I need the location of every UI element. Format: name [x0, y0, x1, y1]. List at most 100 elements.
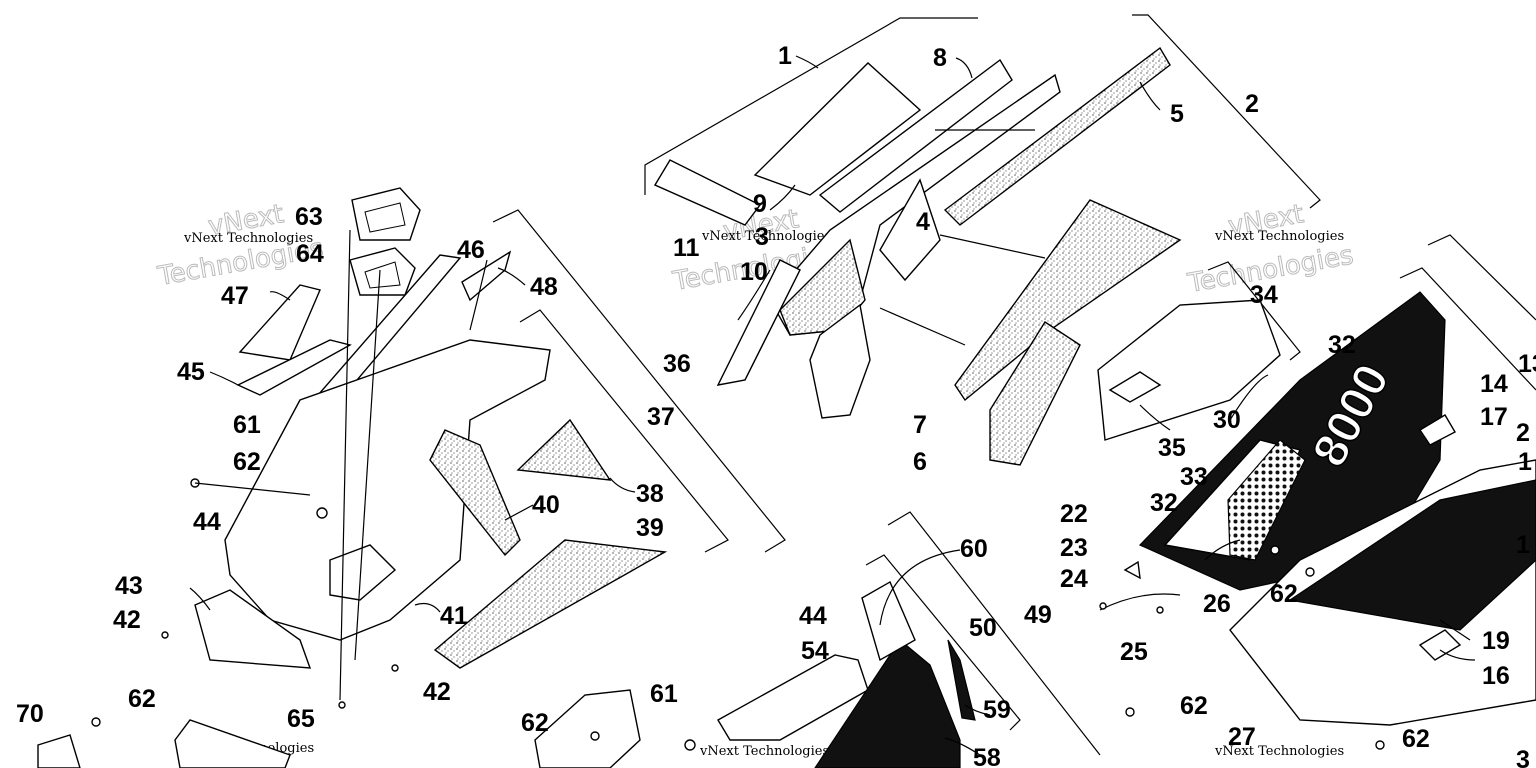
callout-4: 4: [916, 208, 930, 236]
panel-mount: [861, 581, 916, 662]
panel-opening-41: [329, 544, 397, 601]
callout-30: 30: [1213, 406, 1241, 434]
callout-41: 41: [440, 602, 468, 630]
callout-34: 34: [1250, 281, 1278, 309]
callout-44-left: 44: [193, 508, 221, 536]
callout-49: 49: [1024, 601, 1052, 629]
callout-45: 45: [177, 358, 205, 386]
callout-65: 65: [287, 705, 315, 733]
callout-13: 13: [1518, 350, 1536, 378]
screw-65: [338, 701, 346, 709]
lower-panel-graphic: [1288, 479, 1536, 631]
callout-61-left: 61: [233, 411, 261, 439]
callout-47: 47: [221, 282, 249, 310]
screw-62-panel: [1305, 567, 1315, 577]
callout-11: 11: [673, 234, 700, 262]
strip-part-10: [716, 259, 801, 386]
decal-48: [461, 250, 512, 302]
vent-43: [194, 589, 312, 669]
callout-2: 2: [1245, 90, 1259, 118]
leader-lines: [189, 55, 1476, 756]
panel-34: [1097, 299, 1281, 441]
screw-62-right: [1125, 707, 1135, 717]
callout-62-panel: 62: [1270, 580, 1298, 608]
callout-6: 6: [913, 448, 927, 476]
screw-62-mid: [590, 731, 600, 741]
foam-7: [954, 199, 1182, 402]
mount-61: [534, 689, 641, 768]
decal-45: [236, 339, 352, 396]
screw-62-bottom: [91, 717, 101, 727]
callout-23: 23: [1060, 534, 1088, 562]
right-side-assembly: 8000: [1097, 291, 1536, 726]
callout-59: 59: [983, 696, 1011, 724]
callout-5: 5: [1170, 100, 1184, 128]
grommet-22: [1123, 560, 1141, 580]
callout-19: 19: [1482, 627, 1510, 655]
badge-16: [1418, 629, 1462, 661]
watermark-label: vNext Technologies: [699, 744, 829, 759]
callout-32-mid: 32: [1150, 489, 1178, 517]
callout-39: 39: [636, 514, 664, 542]
callout-25: 25: [1120, 638, 1148, 666]
foam-40: [429, 429, 521, 557]
seat-foam-parts: [943, 46, 1182, 466]
decal-47: [238, 284, 321, 361]
screw-26: [1270, 545, 1280, 555]
callout-1-edge-lower: 1: [1516, 531, 1530, 559]
callout-7: 7: [913, 411, 927, 439]
panel-50: [814, 639, 961, 768]
callout-62-bottom-right: 62: [1180, 692, 1208, 720]
callout-60: 60: [960, 535, 988, 563]
callout-61-bottom: 61: [650, 680, 678, 708]
callout-33: 33: [1180, 463, 1208, 491]
callout-8: 8: [933, 44, 947, 72]
windshield-assembly: [653, 58, 1061, 419]
callout-62-bottom-left: 62: [128, 685, 156, 713]
foam-38: [516, 418, 612, 481]
bottom-center-parts: [37, 581, 976, 768]
screw-61: [316, 507, 328, 519]
part-70: [37, 734, 81, 768]
screw-62-far-right: [1375, 740, 1385, 750]
screw-25: [1156, 606, 1164, 614]
callout-44-bottom: 44: [799, 602, 827, 630]
callout-42-bottom: 42: [423, 678, 451, 706]
callout-26: 26: [1203, 590, 1231, 618]
callout-58: 58: [973, 744, 1001, 768]
callout-40: 40: [532, 491, 560, 519]
badge-14: [1419, 414, 1456, 446]
watermark-label: vNext Technologies: [1214, 744, 1344, 759]
watermark-label: vNext Technologies: [1214, 229, 1344, 244]
callout-42-left: 42: [113, 606, 141, 634]
clip-35: [1108, 371, 1162, 403]
mesh-33: [1227, 439, 1306, 561]
callout-38: 38: [636, 480, 664, 508]
callout-63: 63: [295, 203, 323, 231]
callout-62-left: 62: [233, 448, 261, 476]
callout-62-bottom-mid: 62: [521, 709, 549, 737]
watermark-label: vNext Technologies: [701, 229, 831, 244]
callout-14: 14: [1480, 370, 1508, 398]
group-brackets: [492, 14, 1536, 756]
callout-3: 3: [755, 223, 769, 251]
callout-35: 35: [1158, 434, 1186, 462]
callouts: 1 2 3 4 5 6 7 8 9 10 11 13 14 16 17 19 2…: [16, 42, 1536, 768]
callout-70: 70: [16, 700, 44, 728]
callout-64: 64: [296, 240, 324, 268]
callout-62-far-right: 62: [1402, 725, 1430, 753]
left-side-assembly: [194, 187, 668, 701]
windshield-decal: [753, 62, 922, 196]
callout-22: 22: [1060, 500, 1088, 528]
part-4: [879, 178, 941, 282]
callout-37: 37: [647, 403, 675, 431]
callout-10: 10: [740, 258, 768, 286]
foam-39: [433, 539, 668, 669]
callout-16: 16: [1482, 662, 1510, 690]
callout-46: 46: [457, 236, 485, 264]
callout-9: 9: [753, 190, 767, 218]
strip-part-11: [653, 159, 762, 226]
hood-bracket: [809, 303, 871, 419]
callout-43: 43: [115, 572, 143, 600]
